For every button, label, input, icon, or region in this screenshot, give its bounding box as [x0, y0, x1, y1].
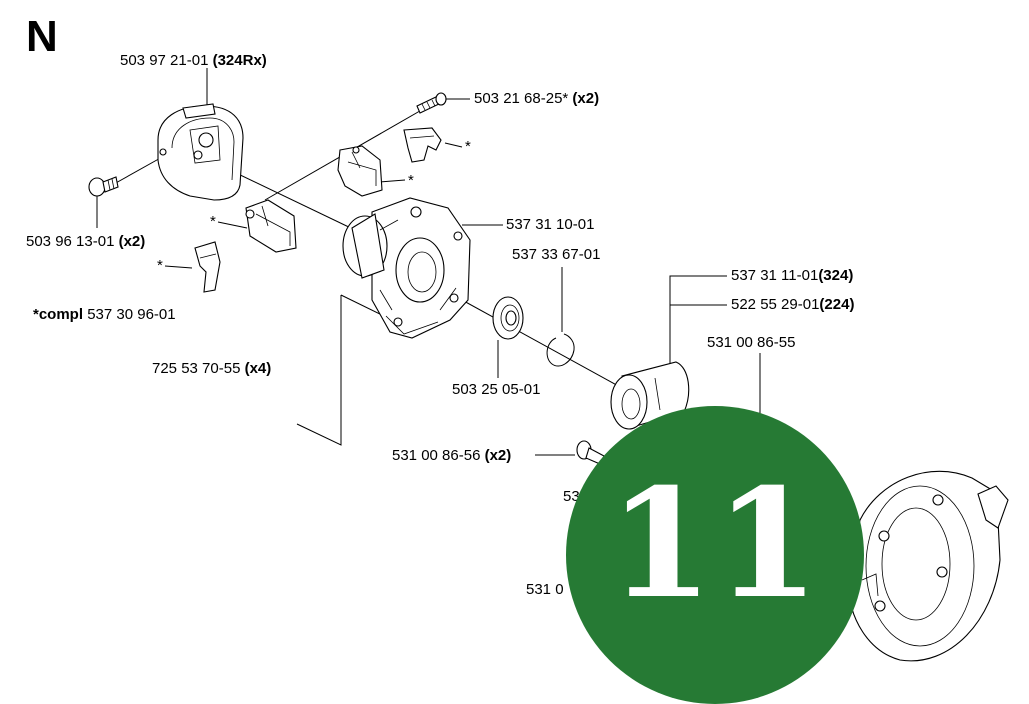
label-bearing: 503 25 05-01: [452, 381, 540, 399]
label-circlip: 537 33 67-01: [512, 246, 600, 264]
screw-top-part: [416, 92, 447, 114]
bearing-part: [492, 296, 524, 340]
label-screw-top: 503 21 68-25* (x2): [474, 90, 599, 108]
label-screw-top-number: 503 21 68-25*: [474, 90, 569, 107]
clamp-top-right: [403, 127, 442, 163]
label-cover-number: 503 97 21-01: [120, 52, 209, 69]
label-screw-housing-note: (x4): [244, 360, 272, 377]
circlip-part: [546, 333, 575, 367]
asterisk-marker: *: [210, 213, 216, 230]
label-partial-2-number: 531 0: [526, 581, 564, 598]
label-screw-housing: 725 53 70-55 (x4): [152, 360, 271, 378]
label-compl-number: 537 30 96-01: [87, 306, 176, 323]
label-screw-top-note: (x2): [572, 90, 600, 107]
clamp-upper-middle: [337, 145, 383, 197]
page-number-badge: 11: [566, 406, 864, 704]
label-screw-56: 531 00 86-56 (x2): [392, 447, 511, 465]
label-screw-housing-number: 725 53 70-55: [152, 360, 241, 377]
label-drum-324-note: (324): [818, 267, 854, 284]
section-letter: N: [26, 12, 58, 61]
label-screw-56-note: (x2): [484, 447, 512, 464]
label-housing-number: 537 31 10-01: [506, 216, 595, 233]
label-bearing-number: 503 25 05-01: [452, 381, 541, 398]
label-screw-56-number: 531 00 86-56: [392, 447, 481, 464]
asterisk-marker: *: [157, 257, 163, 274]
label-screw-left-note: (x2): [118, 233, 146, 250]
label-housing: 537 31 10-01: [506, 216, 594, 234]
label-drum-224: 522 55 29-01(224): [731, 296, 854, 314]
page-number: 11: [608, 456, 822, 632]
cover-part: [157, 103, 244, 201]
label-drum-224-note: (224): [819, 296, 855, 313]
label-compl-prefix: *compl: [33, 306, 84, 323]
label-partial-2: 531 0: [526, 581, 564, 599]
clamp-left-middle: [245, 199, 297, 253]
housing-part: [342, 197, 471, 339]
label-drum-224-number: 522 55 29-01: [731, 296, 820, 313]
label-part-55: 531 00 86-55: [707, 334, 795, 352]
label-part-55-number: 531 00 86-55: [707, 334, 796, 351]
label-cover-note: (324Rx): [212, 52, 267, 69]
label-drum-324: 537 31 11-01(324): [731, 267, 853, 285]
label-circlip-number: 537 33 67-01: [512, 246, 601, 263]
asterisk-marker: *: [408, 172, 414, 189]
label-drum-324-number: 537 31 11-01: [731, 267, 819, 284]
asterisk-marker: *: [465, 138, 471, 155]
clamp-lower-left: [194, 241, 221, 293]
screw-left-part: [88, 176, 119, 197]
label-screw-left: 503 96 13-01 (x2): [26, 233, 145, 251]
label-cover: 503 97 21-01 (324Rx): [120, 52, 267, 70]
fan-cover-part: [847, 470, 1009, 662]
drum-part: [610, 361, 690, 430]
label-screw-left-number: 503 96 13-01: [26, 233, 115, 250]
leader-lines: [96, 68, 761, 456]
label-compl: *compl 537 30 96-01: [33, 306, 176, 324]
